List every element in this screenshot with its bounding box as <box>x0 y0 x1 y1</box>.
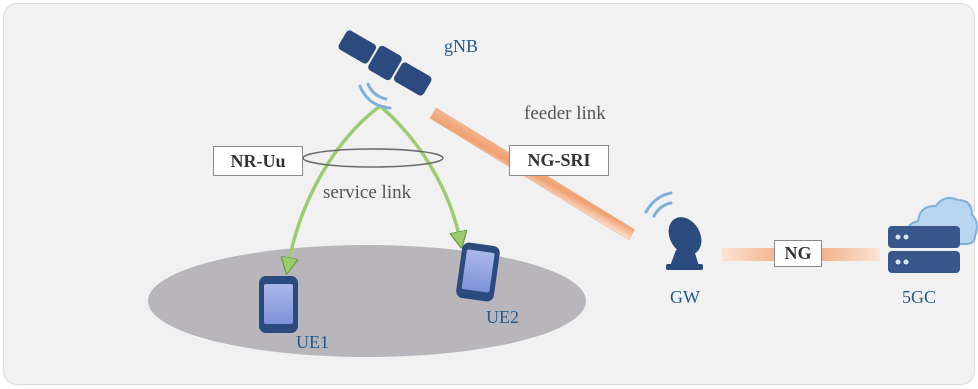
ng-interface-box: NG <box>774 240 822 267</box>
ue2-phone-icon <box>456 242 500 302</box>
service-link-label: service link <box>323 182 412 203</box>
satellite-icon <box>338 30 432 96</box>
ng-sri-interface-box: NG-SRI <box>509 145 609 176</box>
gateway-signal-icon <box>644 191 673 218</box>
core-label: 5GC <box>902 287 937 307</box>
service-link-arrow-ue2 <box>378 104 460 240</box>
ue1-phone-icon <box>259 276 298 333</box>
feeder-link-label: feeder link <box>524 103 606 124</box>
gateway-dish-icon <box>666 217 703 270</box>
ue2-label: UE2 <box>486 307 519 327</box>
service-link-arrow-ue1 <box>288 104 382 266</box>
nr-uu-interface-box: NR-Uu <box>213 146 303 176</box>
coverage-area <box>148 245 586 357</box>
gateway-label: GW <box>670 287 700 307</box>
nr-uu-interface-ring <box>302 148 444 168</box>
ue1-label: UE1 <box>296 332 329 352</box>
core-server-icon <box>888 226 960 273</box>
satellite-signal-icon <box>358 82 392 110</box>
satellite-label: gNB <box>444 36 479 56</box>
